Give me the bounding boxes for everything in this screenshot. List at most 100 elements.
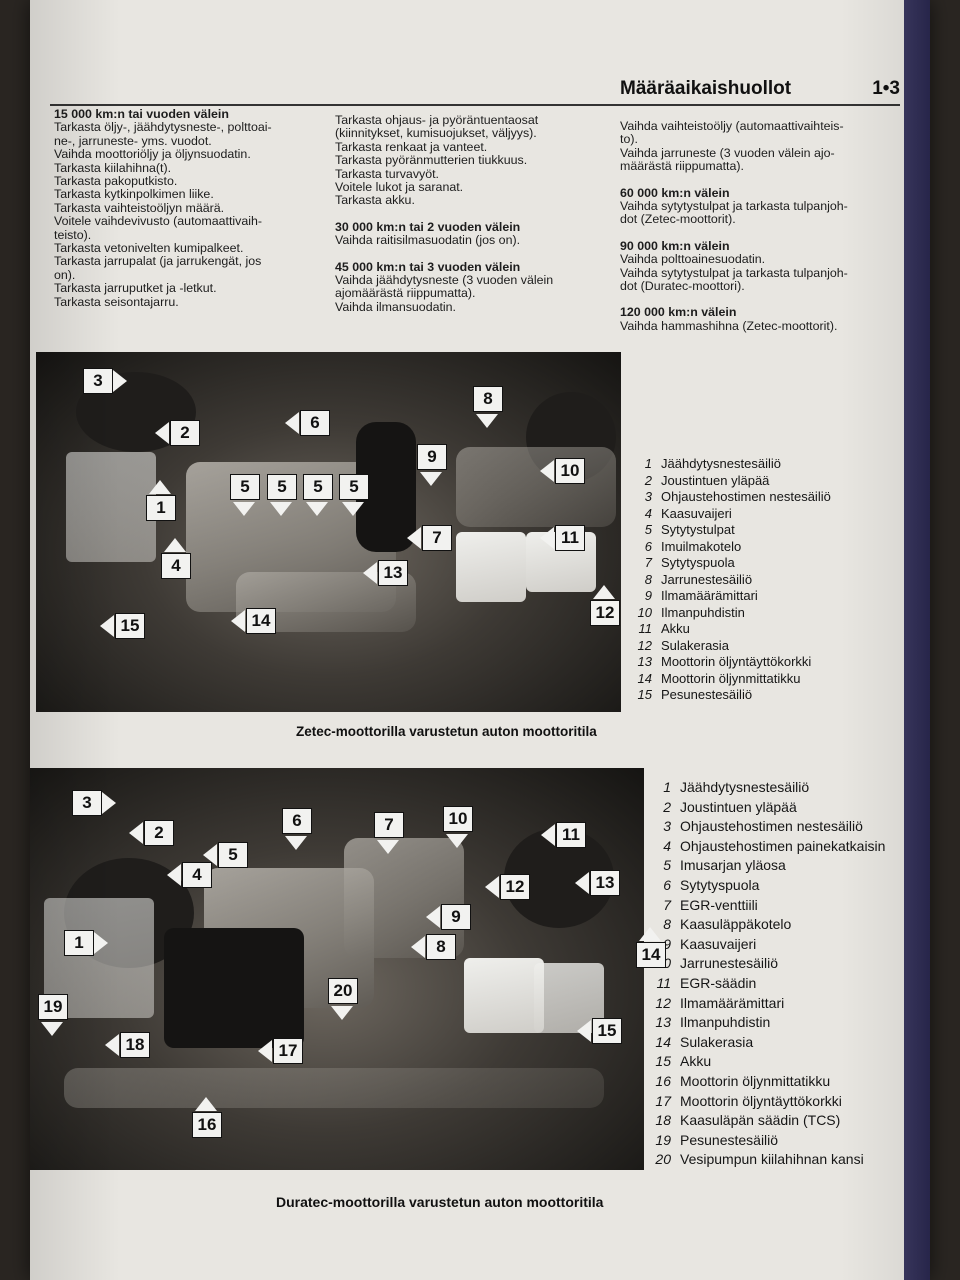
- callout-arrow: [306, 502, 328, 516]
- spacer: [335, 208, 597, 221]
- callout-marker: 3: [83, 368, 113, 394]
- callout-arrow: [155, 422, 169, 444]
- task-line: ajomäärästä riippumatta).: [335, 286, 476, 301]
- spacer: [335, 248, 597, 261]
- legend-number: 2: [644, 472, 652, 488]
- task-line: Vaihda moottoriöljy ja öljynsuodatin.: [54, 147, 251, 162]
- zetec-caption: Zetec-moottorilla varustetun auton moott…: [296, 724, 597, 739]
- callout-marker: 6: [300, 410, 330, 436]
- legend-number: 7: [644, 555, 652, 570]
- legend-number: 19: [655, 1131, 671, 1148]
- callout-marker: 14: [246, 608, 276, 634]
- task-line: Vaihda raitisilmasuodatin (jos on).: [335, 233, 521, 248]
- callout-arrow: [342, 502, 364, 516]
- callout-marker: 8: [426, 934, 456, 960]
- legend-number: 11: [656, 974, 671, 991]
- interval-heading: 120 000 km:n välein: [620, 305, 737, 320]
- task-line: Voitele lukot ja saranat.: [335, 180, 464, 195]
- callout-arrow: [411, 936, 425, 958]
- callout-marker: 9: [417, 444, 447, 470]
- task-line: (kiinnitykset, kumisuojukset, väljyys).: [335, 126, 537, 141]
- legend-number: 14: [637, 670, 652, 686]
- callout-marker: 13: [590, 870, 620, 896]
- legend-number: 11: [638, 621, 653, 636]
- callout-arrow: [129, 822, 143, 844]
- spacer: [620, 174, 890, 187]
- book-spine: [904, 0, 930, 1280]
- legend-number: 16: [655, 1072, 671, 1089]
- task-line: to).: [620, 132, 638, 147]
- callout-marker: 4: [182, 862, 212, 888]
- callout-arrow: [41, 1022, 63, 1036]
- task-line: Tarkasta akku.: [335, 193, 415, 208]
- callout-marker: 14: [636, 942, 666, 968]
- legend-item: 10Jarrunestesäiliö: [645, 954, 885, 974]
- callout-arrow: [149, 480, 171, 494]
- task-line: Voitele vaihdevivusto (automaattivaih-: [54, 214, 263, 229]
- callout-marker: 4: [161, 553, 191, 579]
- task-line: dot (Duratec-moottori).: [620, 279, 745, 294]
- task-line: Tarkasta vaihteistoöljyn määrä.: [54, 200, 225, 215]
- legend-number: 13: [655, 1014, 671, 1031]
- interval-heading: 45 000 km:n tai 3 vuoden välein: [335, 259, 521, 274]
- task-line: Vaihda vaihteistoöljy (automaattivaihtei…: [620, 119, 844, 133]
- legend-label: Joustintuen yläpää: [661, 472, 770, 488]
- legend-item: 4 Kaasuvaijeri: [630, 506, 831, 523]
- legend-label: Kaasuläpän säädin (TCS): [680, 1112, 841, 1129]
- legend-number: 9: [644, 588, 652, 603]
- task-line: Vaihda ilmansuodatin.: [335, 299, 457, 314]
- legend-label: Ilmamäärämittari: [680, 994, 785, 1011]
- legend-number: 10: [637, 604, 652, 620]
- legend-label: Pesunestesäiliö: [680, 1131, 779, 1148]
- legend-number: 20: [655, 1151, 671, 1168]
- callout-arrow: [540, 460, 554, 482]
- callout-arrow: [94, 932, 108, 954]
- callout-marker: 20: [328, 978, 358, 1004]
- task-line: Tarkasta pakoputkisto.: [54, 174, 178, 189]
- callout-arrow: [203, 844, 217, 866]
- header-rule: [50, 104, 900, 106]
- callout-marker: 16: [192, 1112, 222, 1138]
- callout-marker: 5: [303, 474, 333, 500]
- legend-label: Moottorin öljynmittatikku: [680, 1072, 831, 1089]
- callout-marker: 10: [443, 806, 473, 832]
- callout-arrow: [407, 527, 421, 549]
- legend-label: Ohjaustehostimen painekatkaisin: [680, 837, 886, 854]
- legend-number: 12: [655, 994, 671, 1011]
- legend-number: 6: [644, 538, 652, 554]
- section-title: Määräaikaishuollot: [620, 78, 792, 99]
- task-line: Tarkasta vetonivelten kumipalkeet.: [54, 241, 244, 256]
- callout-arrow: [540, 527, 554, 549]
- callout-arrow: [575, 872, 589, 894]
- legend-number: 17: [655, 1092, 671, 1109]
- legend-label: Jäähdytysnestesäiliö: [661, 456, 781, 471]
- legend-number: 15: [637, 687, 652, 702]
- legend-label: Kaasuvaijeri: [661, 505, 732, 521]
- legend-label: Jäähdytysnestesäiliö: [680, 779, 810, 795]
- interval-heading: 90 000 km:n välein: [620, 238, 730, 253]
- callout-marker: 10: [555, 458, 585, 484]
- callout-arrow: [285, 412, 299, 434]
- task-line: teisto).: [54, 227, 92, 242]
- callout-arrow: [100, 615, 114, 637]
- legend-label: Sytytyspuola: [661, 555, 735, 570]
- legend-number: 4: [644, 505, 652, 521]
- callout-arrow: [577, 1020, 591, 1042]
- legend-label: Ohjaustehostimen nestesäiliö: [661, 489, 831, 504]
- callout-marker: 11: [556, 822, 586, 848]
- task-line: Vaihda sytytystulpat ja tarkasta tulpanj…: [620, 199, 848, 214]
